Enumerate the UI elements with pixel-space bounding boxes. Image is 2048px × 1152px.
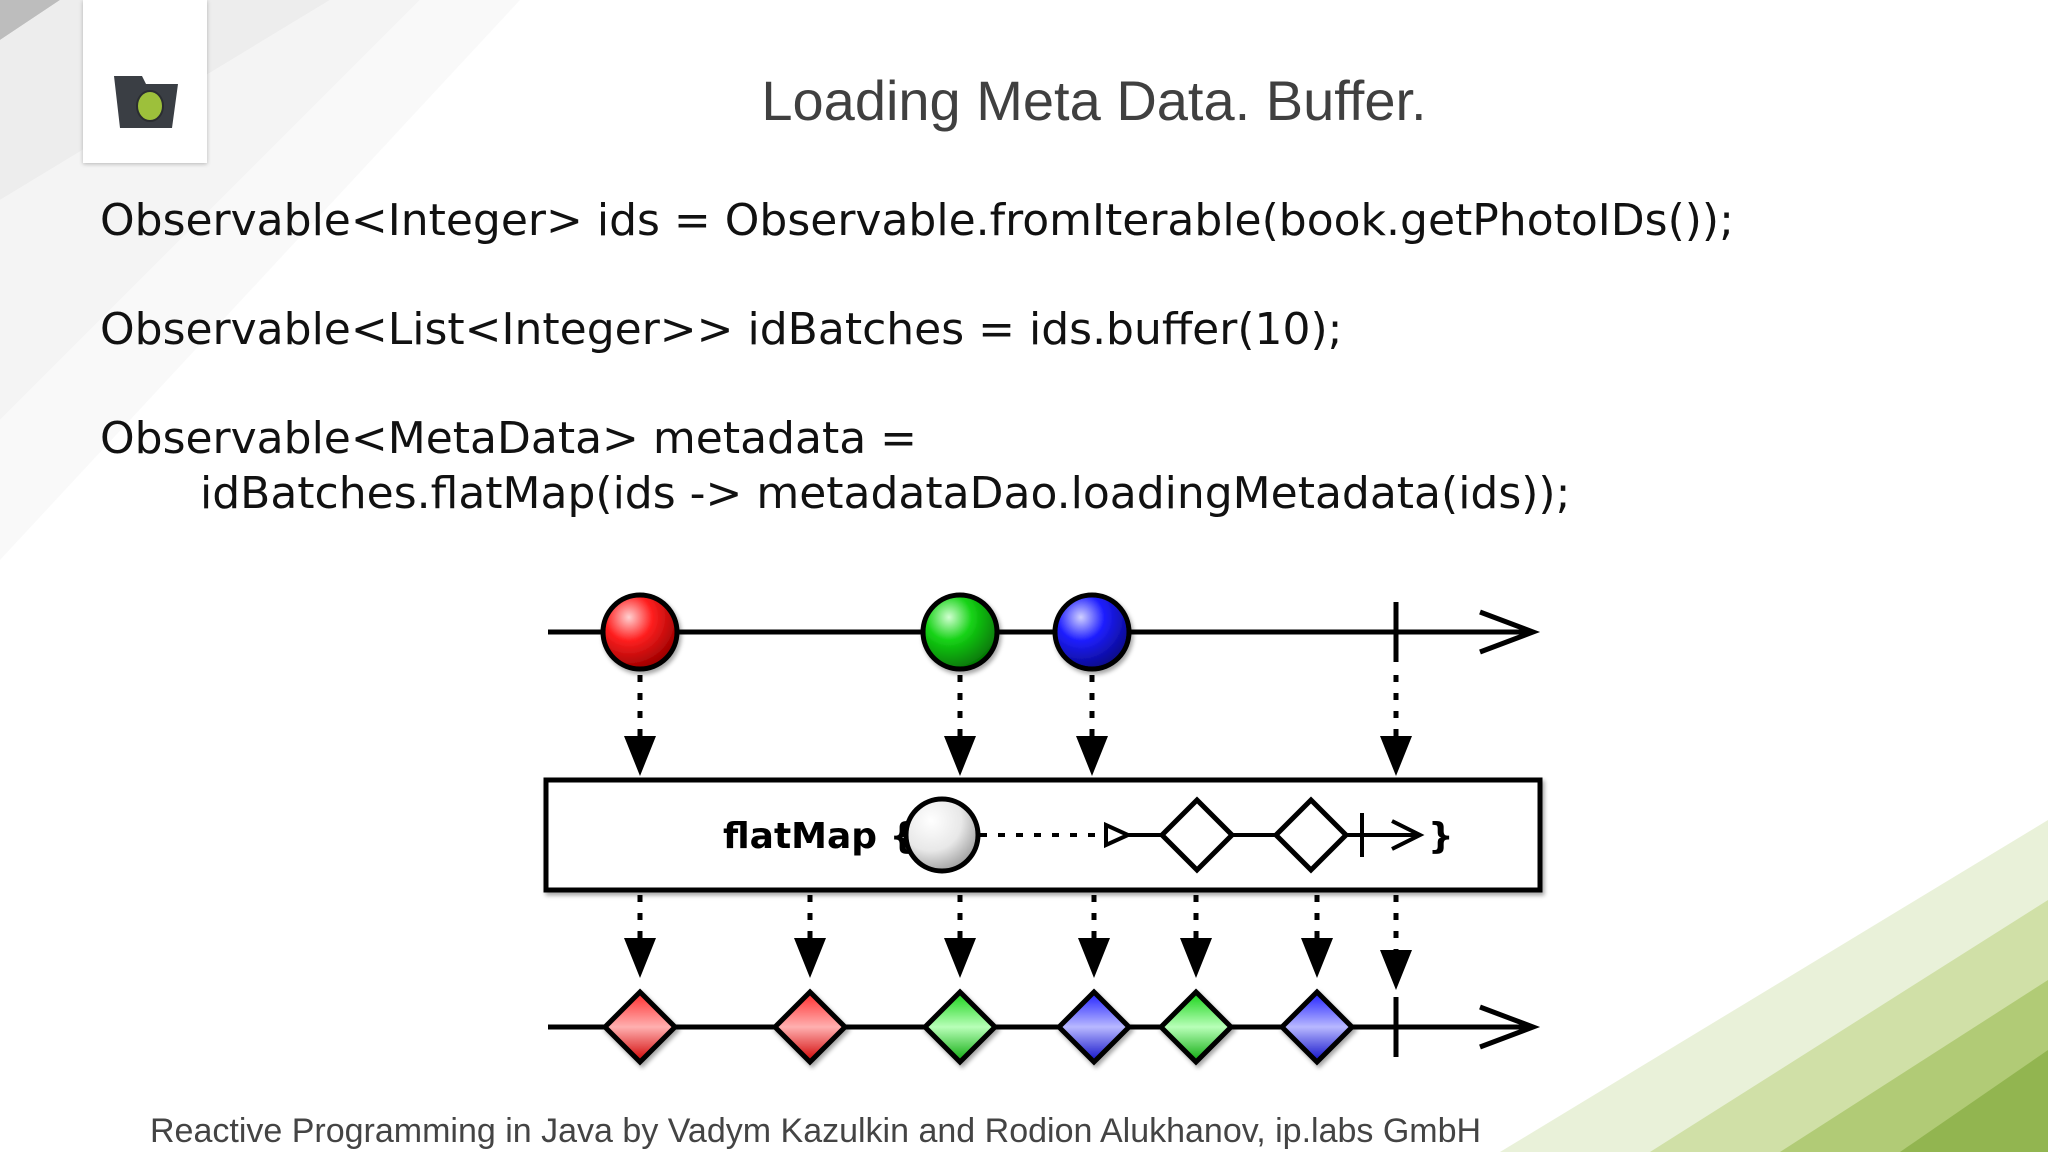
operator-small-arrow xyxy=(1104,821,1133,849)
operator-closing-brace: } xyxy=(1428,816,1454,857)
source-marble-blue xyxy=(1052,592,1132,672)
operator-output-diamond-2 xyxy=(1272,796,1350,874)
code-line-flatmap: idBatches.flatMap(ids -> metadataDao.loa… xyxy=(200,468,1571,519)
slide-title: Loading Meta Data. Buffer. xyxy=(761,69,1427,132)
logo-card xyxy=(83,0,207,163)
input-arrowheads xyxy=(624,736,1412,776)
camera-bag-icon xyxy=(114,76,178,128)
result-diamond-green-2 xyxy=(1157,988,1235,1066)
flatmap-marble-diagram: flatMap { } xyxy=(543,592,1543,1066)
code-line-idbatches: Observable<List<Integer>> idBatches = id… xyxy=(100,304,1343,355)
source-timeline-arrow xyxy=(1479,609,1541,655)
input-arrows xyxy=(637,675,1399,740)
operator-input-marble xyxy=(903,796,981,874)
operator-output-diamond-1 xyxy=(1158,796,1236,874)
operator-label: flatMap { xyxy=(723,816,915,857)
result-diamond-red-1 xyxy=(601,988,679,1066)
slide-footer: Reactive Programming in Java by Vadym Ka… xyxy=(150,1112,1482,1150)
source-marble-green xyxy=(920,592,1000,672)
code-line-metadata: Observable<MetaData> metadata = xyxy=(100,413,918,464)
output-arrowheads xyxy=(624,938,1412,990)
source-marble-red xyxy=(600,592,680,672)
result-diamond-green-1 xyxy=(921,988,999,1066)
result-timeline-arrow xyxy=(1479,1004,1541,1050)
result-diamond-blue-1 xyxy=(1055,988,1133,1066)
code-line-ids: Observable<Integer> ids = Observable.fro… xyxy=(100,195,1734,246)
output-arrows xyxy=(637,895,1399,952)
result-diamond-blue-2 xyxy=(1278,988,1356,1066)
result-diamond-red-2 xyxy=(771,988,849,1066)
